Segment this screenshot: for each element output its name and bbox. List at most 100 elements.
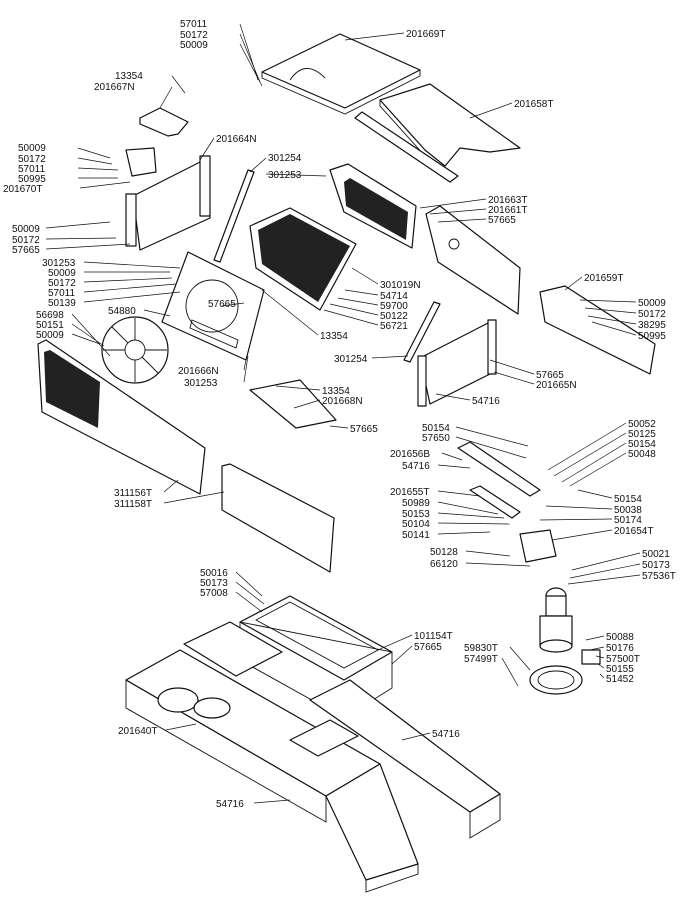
label-50104: 50104 [402, 519, 430, 530]
part-labels: 57011 50172 50009 201669T 13354 201667N … [3, 19, 676, 810]
label-201654T: 201654T [614, 526, 653, 537]
label-301253: 301253 [184, 378, 218, 389]
label-57011: 57011 [48, 288, 76, 299]
label-54716: 54716 [402, 461, 430, 472]
label-50172: 50172 [180, 30, 208, 41]
label-50009: 50009 [180, 40, 208, 51]
label-57011: 57011 [18, 164, 46, 175]
grille-201663T [329, 163, 417, 249]
label-57665: 57665 [208, 299, 236, 310]
label-201656B: 201656B [390, 449, 430, 460]
label-50009: 50009 [12, 224, 40, 235]
label-57536T: 57536T [642, 571, 676, 582]
label-57665: 57665 [414, 642, 442, 653]
label-50174: 50174 [614, 515, 642, 526]
label-50052: 50052 [628, 419, 656, 430]
label-50125: 50125 [628, 429, 656, 440]
panel-201659T [539, 285, 656, 375]
label-50989: 50989 [402, 498, 430, 509]
label-50995: 50995 [638, 331, 666, 342]
bracket-201665N [417, 319, 497, 407]
label-50139: 50139 [48, 298, 76, 309]
label-50172: 50172 [48, 278, 76, 289]
label-50122: 50122 [380, 311, 408, 322]
label-201655T: 201655T [390, 487, 429, 498]
label-50009: 50009 [18, 143, 46, 154]
label-57665: 57665 [488, 215, 516, 226]
label-311158T: 311158T [114, 499, 152, 510]
shroud-201666N [161, 251, 265, 361]
label-57665: 57665 [536, 370, 564, 381]
label-50128: 50128 [430, 547, 458, 558]
label-59830T: 59830T [464, 643, 498, 654]
label-50155: 50155 [606, 664, 634, 675]
label-201661T: 201661T [488, 205, 527, 216]
label-311156T: 311156T [114, 488, 152, 499]
plate-311158T [221, 463, 335, 573]
label-50016: 50016 [200, 568, 228, 579]
label-13354: 13354 [322, 386, 350, 397]
parts-drawing [37, 33, 656, 893]
label-50172: 50172 [18, 154, 46, 165]
label-50021: 50021 [642, 549, 670, 560]
label-50173: 50173 [642, 560, 670, 571]
label-54716: 54716 [472, 396, 500, 407]
label-54880: 54880 [108, 306, 136, 317]
label-54714: 54714 [380, 291, 408, 302]
label-50995: 50995 [18, 174, 46, 185]
label-201668N: 201668N [322, 396, 363, 407]
label-66120: 66120 [430, 559, 458, 570]
fan-56698 [101, 316, 169, 384]
label-201666N: 201666N [178, 366, 219, 377]
bracket-201654T [519, 529, 557, 563]
mount-plate-201664N [125, 147, 211, 251]
side-panel-201661T [425, 205, 521, 315]
ring-clamp-59830T [529, 665, 583, 695]
label-50153: 50153 [402, 509, 430, 520]
label-57011: 57011 [180, 19, 208, 30]
label-50151: 50151 [36, 320, 64, 331]
rod-301254-upper [213, 169, 255, 263]
top-cover-201669T [261, 33, 421, 115]
label-38295: 38295 [638, 320, 666, 331]
label-201640T: 201640T [118, 726, 157, 737]
frame-201640T [125, 621, 501, 893]
label-57665: 57665 [12, 245, 40, 256]
label-59700: 59700 [380, 301, 408, 312]
label-50141: 50141 [402, 530, 430, 541]
label-50038: 50038 [614, 505, 642, 516]
label-301254: 301254 [268, 153, 302, 164]
label-51452: 51452 [606, 674, 634, 685]
label-57650: 57650 [422, 433, 450, 444]
label-201663T: 201663T [488, 195, 527, 206]
label-57008: 57008 [200, 588, 228, 599]
label-57665: 57665 [350, 424, 378, 435]
label-50154: 50154 [422, 423, 450, 434]
label-50154: 50154 [614, 494, 642, 505]
radiator-301019N [249, 207, 357, 311]
label-201667N: 201667N [94, 82, 135, 93]
label-301019N: 301019N [380, 280, 421, 291]
label-50176: 50176 [606, 643, 634, 654]
label-201664N: 201664N [216, 134, 257, 145]
label-13354: 13354 [115, 71, 143, 82]
label-54716: 54716 [432, 729, 460, 740]
label-50048: 50048 [628, 449, 656, 460]
label-54716: 54716 [216, 799, 244, 810]
bracket-201655T [469, 485, 521, 519]
label-201659T: 201659T [584, 273, 623, 284]
label-201669T: 201669T [406, 29, 445, 40]
label-301253: 301253 [268, 170, 302, 181]
label-50154: 50154 [628, 439, 656, 450]
label-50172: 50172 [638, 309, 666, 320]
bracket-57500T [581, 649, 601, 665]
rod-301254-lower [403, 301, 441, 363]
label-201665N: 201665N [536, 380, 577, 391]
label-56698: 56698 [36, 310, 64, 321]
label-57499T: 57499T [464, 654, 498, 665]
label-50009: 50009 [36, 330, 64, 341]
cylinder-57536T [539, 587, 573, 653]
label-50088: 50088 [606, 632, 634, 643]
label-50173: 50173 [200, 578, 228, 589]
